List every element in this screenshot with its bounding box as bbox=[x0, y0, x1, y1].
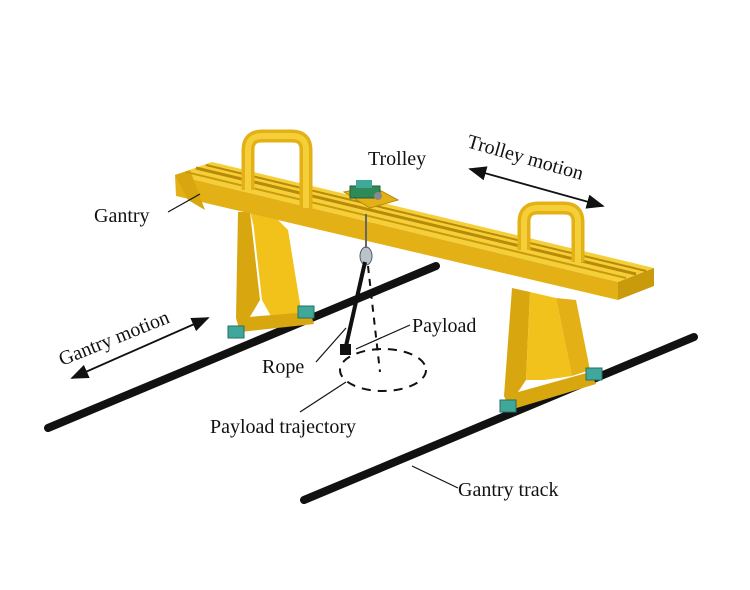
rope-label: Rope bbox=[262, 356, 304, 378]
gantry-track-right bbox=[300, 333, 698, 504]
portal-frame-left bbox=[241, 129, 313, 208]
wheel-bogies bbox=[227, 305, 603, 413]
gantry-leader bbox=[167, 193, 201, 213]
gantry-track-label: Gantry track bbox=[458, 479, 559, 501]
payload-trajectory-label: Payload trajectory bbox=[210, 416, 356, 438]
rope-leader bbox=[315, 327, 347, 363]
gantry-leg-back-left bbox=[236, 212, 314, 332]
gantry-leg-front-right bbox=[504, 288, 596, 410]
payload-leader bbox=[355, 324, 411, 350]
rope bbox=[344, 261, 367, 347]
payload bbox=[340, 344, 351, 355]
trolley-label: Trolley bbox=[368, 148, 426, 170]
gantry-label: Gantry bbox=[94, 205, 150, 227]
main-girder bbox=[175, 162, 654, 300]
payload-trajectory-leader bbox=[299, 381, 347, 413]
gantry-motion-label: Gantry motion bbox=[56, 306, 173, 370]
trolley-motion-label: Trolley motion bbox=[465, 131, 586, 185]
payload-trajectory-ellipse bbox=[339, 348, 427, 392]
trolley-motion-arrow bbox=[468, 166, 605, 209]
gantry-track-leader bbox=[411, 465, 459, 489]
trolley bbox=[342, 180, 400, 209]
gantry-motion-arrow bbox=[70, 317, 210, 379]
vertical-reference-line bbox=[367, 265, 381, 373]
payload-label: Payload bbox=[412, 315, 476, 337]
